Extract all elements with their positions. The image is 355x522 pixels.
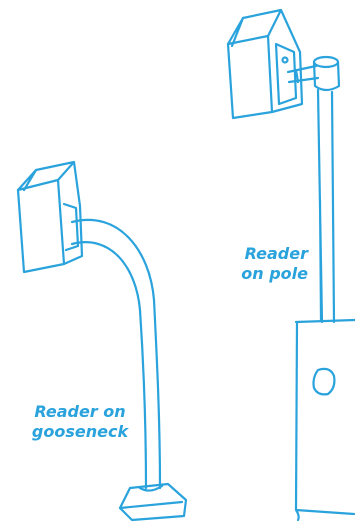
gooseneck-reader-box — [16, 178, 66, 274]
reader-on-pole-label: Reader on pole — [228, 244, 308, 284]
reader-on-gooseneck-label-line1: Reader on — [34, 402, 126, 421]
reader-on-gooseneck-label: Reader on gooseneck — [16, 402, 144, 442]
pole-base-cabinet — [294, 318, 355, 522]
pole-reader-panel — [274, 42, 298, 106]
reader-on-pole-label-line2: on pole — [241, 264, 308, 283]
pole-cap-top — [312, 55, 340, 69]
gooseneck-tube-inner — [70, 241, 148, 490]
gooseneck-reader-box-side — [16, 160, 84, 266]
pole-reader-box-side — [226, 8, 304, 114]
reader-on-gooseneck-label-line2: gooseneck — [31, 422, 129, 441]
pole-cap — [312, 60, 341, 92]
reader-on-pole-illustration — [226, 8, 355, 522]
pole-base-access-hole — [312, 367, 336, 396]
reader-on-gooseneck-illustration — [16, 160, 188, 522]
gooseneck-reader-panel — [62, 202, 80, 252]
reader-on-pole-label-line1: Reader — [244, 244, 308, 263]
gooseneck-base-top — [118, 484, 184, 510]
pole-shaft — [316, 88, 336, 324]
gooseneck-tube — [70, 218, 162, 490]
pole-bracket-arm — [286, 64, 320, 84]
pole-reader-led — [281, 56, 289, 64]
pole-reader-box — [226, 34, 274, 120]
